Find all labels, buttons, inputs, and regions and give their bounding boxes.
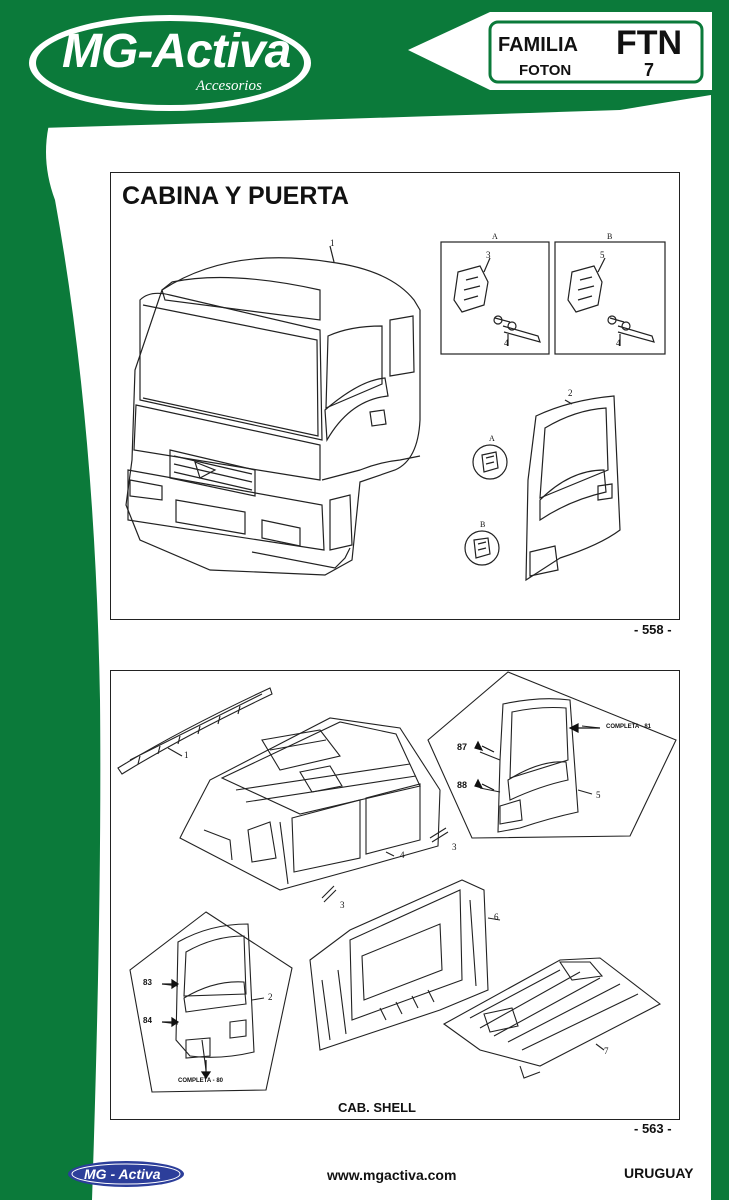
panel-cab-shell	[110, 670, 680, 1120]
completa-81-label: COMPLETA - 81	[606, 724, 652, 730]
ref-83: 83	[143, 978, 152, 987]
page-number-563: - 563 -	[634, 1121, 672, 1136]
brand-logo	[29, 12, 712, 111]
callout-2: 2	[568, 388, 573, 398]
shell-callout-3-b: 3	[340, 900, 345, 910]
family-number: 7	[644, 60, 655, 80]
circle-a-label: A	[489, 434, 495, 443]
ref-84: 84	[143, 1016, 152, 1025]
page-number-558: - 558 -	[634, 622, 672, 637]
footer-website[interactable]: www.mgactiva.com	[327, 1167, 457, 1183]
callout-4-a: 4	[504, 338, 509, 348]
completa-80-label: COMPLETA - 80	[178, 1078, 224, 1084]
brand-name: MG-Activa	[62, 25, 291, 78]
callout-1: 1	[330, 238, 335, 248]
brand-tagline: Accesorios	[196, 78, 262, 94]
callout-5: 5	[600, 250, 605, 260]
shell-callout-1: 1	[184, 750, 189, 760]
panel-cabina-y-puerta	[110, 172, 680, 620]
footer-country: URUGUAY	[624, 1165, 694, 1181]
shell-callout-3-a: 3	[452, 842, 457, 852]
shell-callout-7: 7	[604, 1046, 609, 1056]
footer-logo-text: MG - Activa	[84, 1166, 161, 1182]
model-code: FTN	[616, 24, 683, 62]
callout-3: 3	[486, 250, 491, 260]
shell-callout-2: 2	[268, 992, 273, 1002]
ref-87: 87	[457, 742, 468, 752]
callout-4-b: 4	[616, 338, 621, 348]
familia-label: FAMILIA	[498, 34, 578, 56]
shell-callout-5: 5	[596, 790, 601, 800]
detail-b-label: B	[607, 232, 613, 241]
detail-a-label: A	[492, 232, 498, 241]
ref-88: 88	[457, 780, 468, 790]
shell-callout-4: 4	[400, 850, 405, 860]
panel2-caption: CAB. SHELL	[338, 1100, 416, 1115]
panel1-title: CABINA Y PUERTA	[122, 182, 349, 210]
shell-callout-6: 6	[494, 912, 499, 922]
circle-b-label: B	[480, 520, 486, 529]
make-label: FOTON	[519, 62, 572, 79]
